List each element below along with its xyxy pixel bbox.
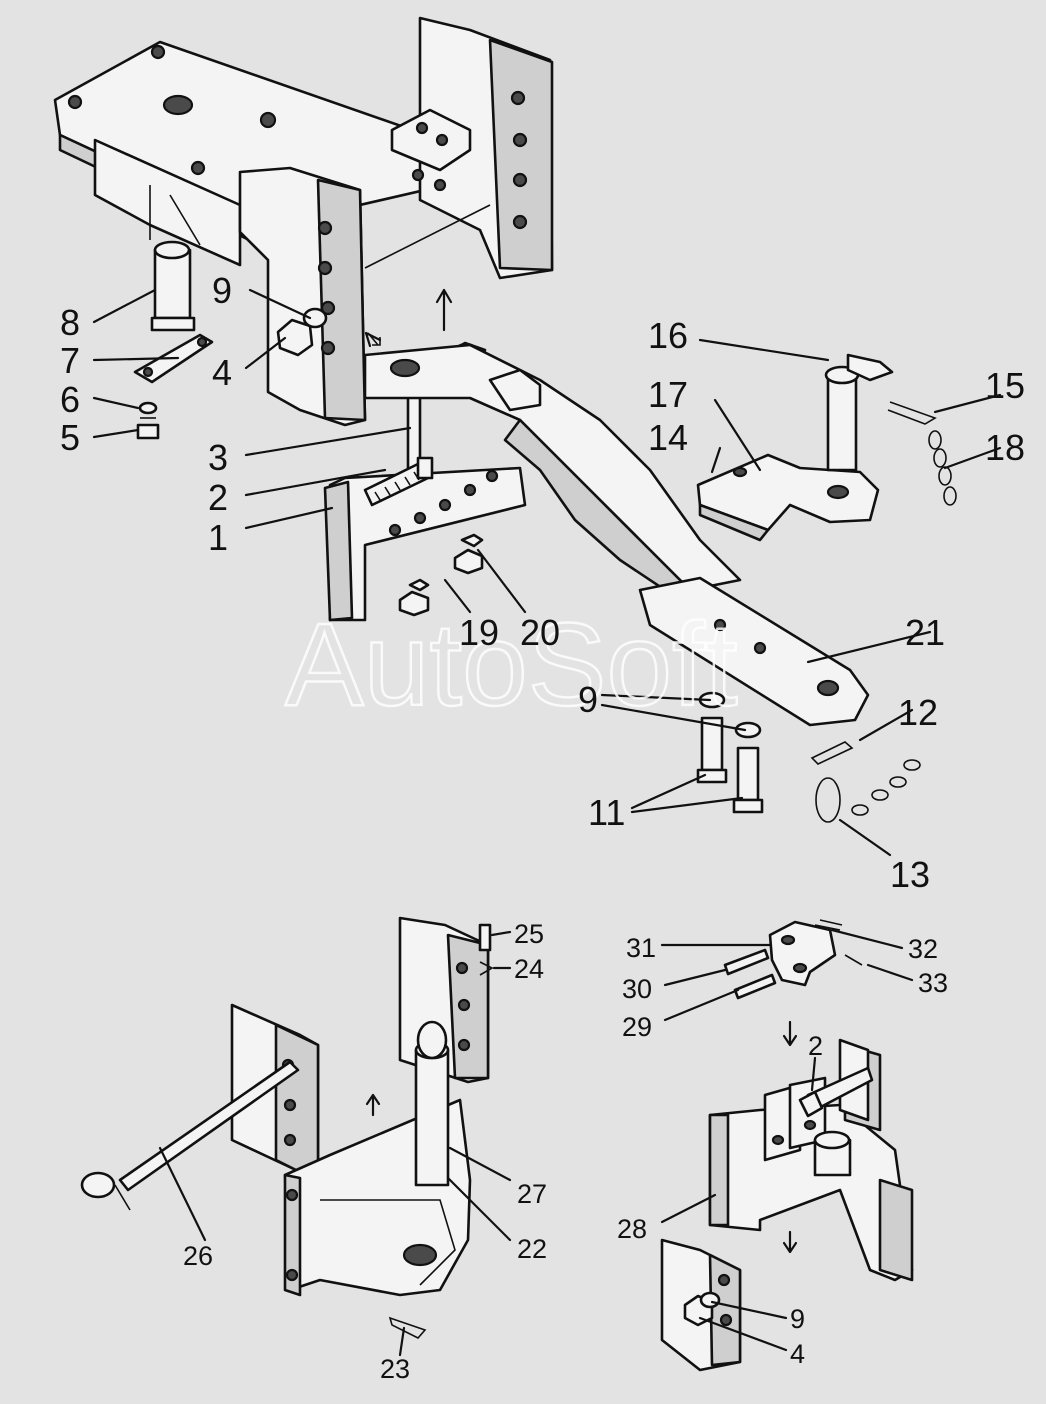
callout-29: 29 [622, 1012, 652, 1042]
callout-8: 8 [60, 302, 80, 343]
callout-30: 30 [622, 974, 652, 1004]
pin-group-left [133, 240, 214, 440]
callout-4-lower: 4 [790, 1339, 805, 1369]
callout-2: 2 [208, 477, 228, 518]
callout-33: 33 [918, 968, 948, 998]
callout-2-lower: 2 [808, 1031, 823, 1061]
callout-15: 15 [985, 365, 1025, 406]
drawbar-assembly [323, 288, 870, 727]
callout-22: 22 [517, 1234, 547, 1264]
callout-3: 3 [208, 437, 228, 478]
callout-13: 13 [890, 854, 930, 895]
callout-9-tail: 9 [578, 679, 598, 720]
callout-1: 1 [208, 517, 228, 558]
callout-7: 7 [60, 340, 80, 381]
hitch-pin-group [696, 353, 957, 542]
callout-4: 4 [212, 352, 232, 393]
leader-lines [92, 288, 1002, 1357]
watermark-text: AutoSoft [285, 599, 738, 731]
callout-17: 17 [648, 374, 688, 415]
tail-fasteners [696, 691, 921, 823]
callout-9: 9 [212, 270, 232, 311]
callout-16: 16 [648, 315, 688, 356]
callout-28: 28 [617, 1214, 647, 1244]
callout-32: 32 [908, 934, 938, 964]
callout-20: 20 [520, 612, 560, 653]
callout-31: 31 [626, 933, 656, 963]
callout-11: 11 [588, 792, 625, 833]
callout-14: 14 [648, 417, 688, 458]
callout-24: 24 [514, 954, 544, 984]
callout-18: 18 [985, 427, 1025, 468]
callout-26: 26 [183, 1241, 213, 1271]
callout-9-lower: 9 [790, 1304, 805, 1334]
upper-frame-assembly [53, 16, 554, 427]
lower-right-assembly [660, 919, 914, 1372]
callout-23: 23 [380, 1354, 410, 1384]
callout-12: 12 [898, 692, 938, 733]
callout-27: 27 [517, 1179, 547, 1209]
lower-left-assembly [80, 916, 494, 1339]
callout-labels: 8 7 6 5 9 4 3 2 1 16 17 14 15 18 19 20 2… [60, 270, 1025, 1384]
callout-5: 5 [60, 417, 80, 458]
callout-25: 25 [514, 919, 544, 949]
callout-21: 21 [905, 612, 945, 653]
callout-6: 6 [60, 379, 80, 420]
callout-19: 19 [459, 612, 499, 653]
